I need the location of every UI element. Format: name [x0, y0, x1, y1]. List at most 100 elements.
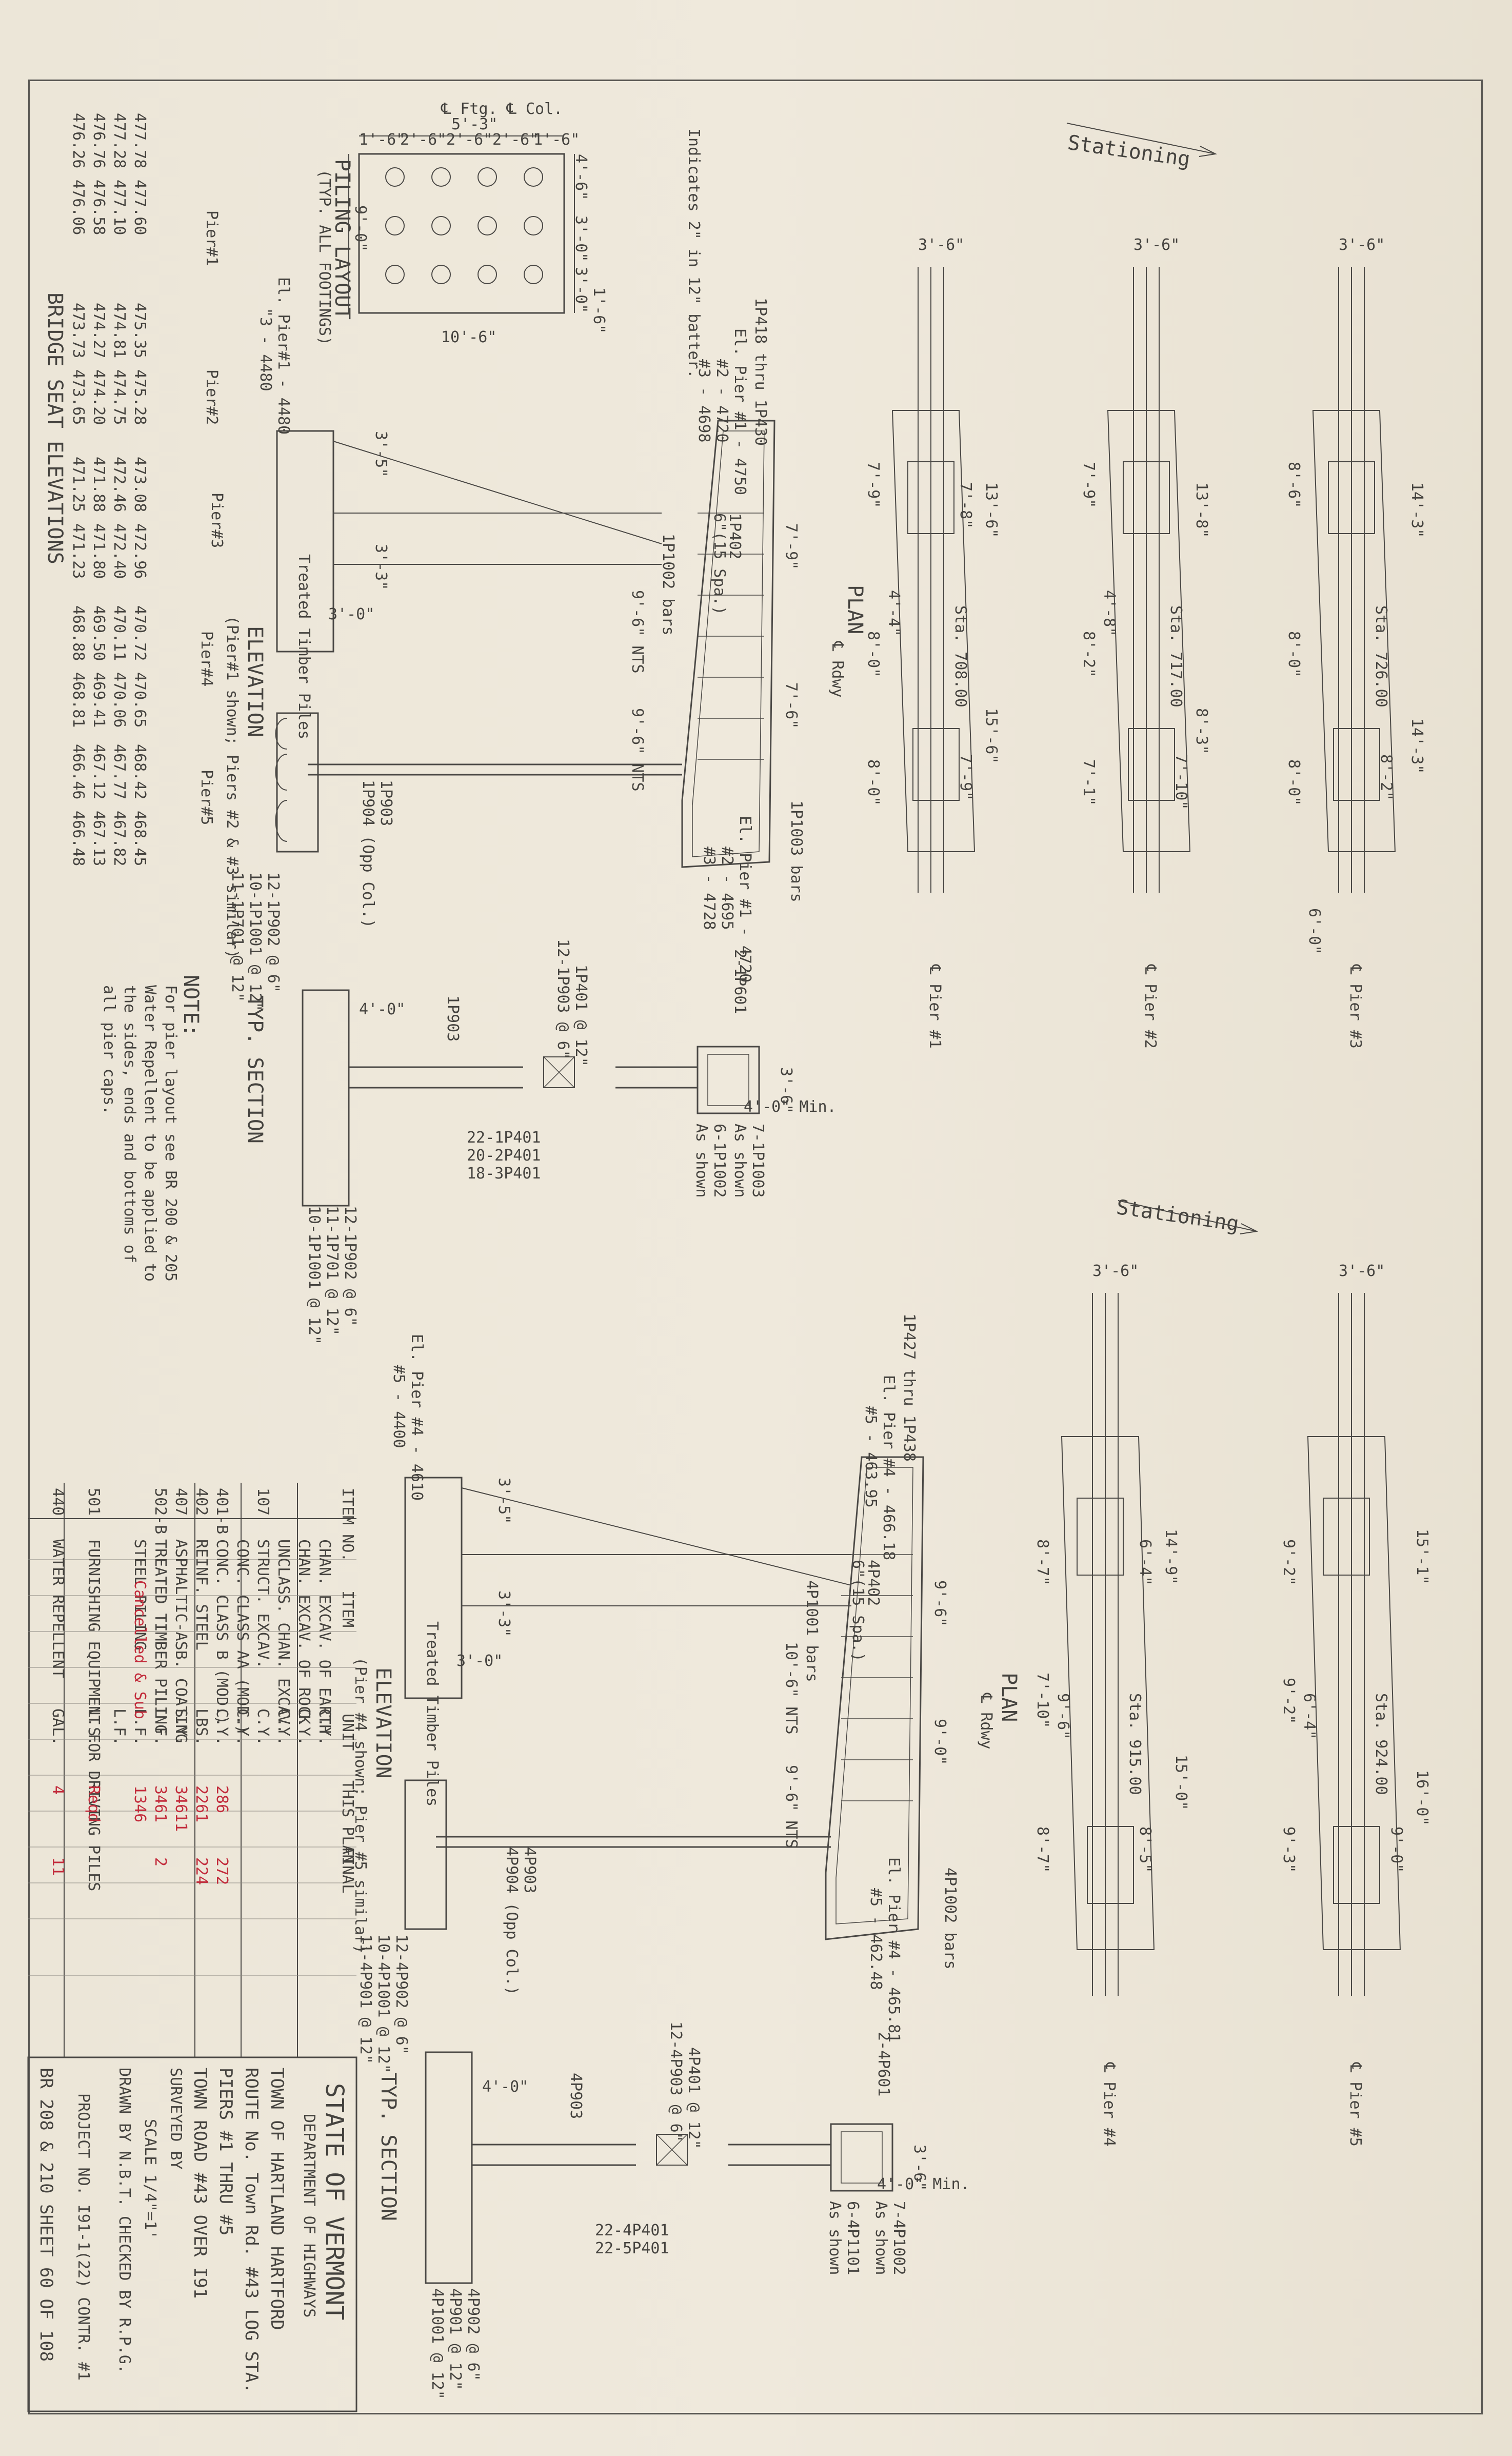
typ-up-label-3: 10-1P1001 @ 12" — [305, 1206, 323, 1345]
bs-pier5-label: Pier#5 — [197, 770, 215, 826]
piling-dim-e: 1'-6" — [533, 131, 580, 149]
plan-pier2-dim-4: 8'-3" — [1192, 708, 1210, 755]
title-drawn: DRAWN BY N.B.T. CHECKED BY R.P.G. — [115, 2068, 133, 2374]
plan-pier5-dim-2: 15'-1" — [1413, 1529, 1431, 1585]
qty-r5-item: CONC. CLASS AA (MOD.) — [233, 1539, 251, 1734]
qty-r4-unit: C.Y. — [254, 1708, 272, 1746]
title-town: TOWN OF HARTLAND HARTFORD — [267, 2068, 287, 2330]
plan-pier3-dim-5: 8'-2" — [1377, 754, 1395, 801]
elevation-upper-treated: Treated Timber Piles — [295, 554, 313, 740]
batter-note: Indicates 2" in 12" batter. — [685, 128, 703, 379]
elev-up-dim-7: 3'-0" — [328, 605, 375, 623]
elev-lo-below-5: 4P904 (Opp Col.) — [503, 1847, 521, 1995]
note-line-1: For pier layout see BR 200 & 205 — [162, 985, 180, 1282]
elev-lo-bar-4: 4P1001 bars — [803, 1580, 821, 1682]
typ-lo-bar-6: 22-5P401 — [595, 2239, 669, 2257]
qty-r10-qty: 1346 — [131, 1785, 149, 1823]
qty-r13-unit: GAL. — [49, 1708, 67, 1746]
qty-header-item: ITEM — [339, 1590, 356, 1628]
bs-p5-f: 467.82 — [110, 811, 128, 867]
qty-r9-final: 2 — [151, 1857, 169, 1867]
plan-pier1-dim-4: 15'-6" — [982, 708, 1000, 764]
plan-pier2-dim-7: 7'-1" — [1080, 759, 1098, 806]
bs-p2-d: 473.73 — [69, 303, 87, 359]
plan-upper-title: PLAN — [843, 585, 867, 635]
elev-lo-el-bot-1: El. Pier #4 - 465.81 — [885, 1857, 903, 2043]
title-piers: PIERS #1 THRU #5 — [215, 2068, 236, 2236]
plan-pier1-dim-1: 3'-6" — [918, 236, 965, 254]
bs-p2-a: 475.35 — [131, 303, 149, 359]
piling-side-a: 4'-6" — [572, 154, 590, 201]
typ-up-label-4: 6-1P1002 — [710, 1124, 728, 1198]
qty-r7-no: 402 — [192, 1488, 210, 1516]
typ-lo-bar-3: 12-4P903 @ 6" — [667, 2021, 685, 2142]
plan-pier5-dim-4: 9'-2" — [1280, 1539, 1298, 1586]
elev-up-el-top-1: El. Pier #1 - 4750 — [731, 328, 749, 496]
typ-lo-label-7: As shown — [872, 2201, 890, 2275]
plan-pier1-title: ℄ Pier #1 — [926, 965, 944, 1049]
bs-p1-c: 476.76 — [90, 113, 108, 169]
bs-p2-g: 474.20 — [90, 369, 108, 425]
qty-header-no: ITEM NO. — [339, 1488, 356, 1562]
elev-up-below-3: 11-1P701 @ 12" — [228, 872, 246, 1002]
bs-p5-e: 468.45 — [131, 811, 149, 867]
qty-r13-qty: 4 — [49, 1785, 67, 1795]
qty-r7-final: 224 — [192, 1857, 210, 1885]
elev-lo-dim-4: 9'-0" — [931, 1719, 949, 1765]
bs-pier4-label: Pier#4 — [197, 631, 215, 687]
bs-p2-h: 473.65 — [69, 369, 87, 425]
piling-dim-d: 2'-6" — [492, 131, 539, 149]
title-road: TOWN ROAD #43 OVER I91 — [190, 2068, 210, 2299]
bs-p3-a: 473.08 — [131, 457, 149, 513]
elev-lo-el-top-2: #5 - 4400 — [390, 1365, 408, 1448]
elev-up-el-bot-2: #2 - 4695 — [718, 847, 736, 930]
qty-header-unit: UNIT — [339, 1714, 356, 1751]
title-route: ROUTE No. Town Rd. #43 LOG STA. — [241, 2068, 262, 2393]
plan-pier1-sta: Sta. 708.00 — [951, 605, 969, 708]
bs-p3-b: 472.46 — [110, 457, 128, 513]
bs-p4-b: 470.11 — [110, 605, 128, 661]
typ-section-lower-title: TYP. SECTION — [376, 2073, 400, 2221]
piling-ftg-width: 5'-3" — [451, 115, 498, 133]
qty-r2-unit: C.Y. — [295, 1708, 313, 1746]
piling-el-pier1: El. Pier#1 - 4480 — [274, 277, 292, 435]
plan-pier4-sta: Sta. 915.00 — [1126, 1693, 1144, 1795]
plan-pier3-dim-7: 14'-3" — [1408, 718, 1426, 774]
plan-pier1-dim-6: 7'-8" — [957, 482, 974, 529]
bs-p3-d: 471.25 — [69, 457, 87, 513]
piling-height: 9'-0" — [351, 205, 369, 252]
elev-up-dim-2: 9'-6" NTS — [628, 590, 646, 674]
bs-pier2-label: Pier#2 — [203, 369, 221, 425]
plan-pier4-dim-6: 6'-4" — [1136, 1539, 1154, 1586]
typ-up-label-5: As shown — [692, 1124, 710, 1198]
elev-lo-below-1: 12-4P902 @ 6" — [392, 1934, 410, 2055]
elev-up-dim-3: 9'-6" NTS — [628, 708, 646, 792]
title-scale: SCALE 1/4"=1' — [141, 2119, 159, 2239]
typ-lo-label-3: 4P1001 @ 12" — [428, 2288, 446, 2400]
qty-r6-no: 401-B — [213, 1488, 231, 1535]
plan-pier3-sta: Sta. 726.00 — [1372, 605, 1390, 708]
typ-up-label-6: 7-1P1003 — [749, 1124, 767, 1198]
bs-p4-g: 469.41 — [90, 672, 108, 728]
qty-r9-qty: 3461 — [151, 1785, 169, 1823]
elev-lo-el-top-1: El. Pier #4 - 4610 — [408, 1334, 426, 1501]
elev-lo-dim-1: 9'-6" — [931, 1580, 949, 1627]
typ-up-bar-1: 1P903 — [444, 995, 462, 1042]
qty-r3-unit: C.Y. — [274, 1708, 292, 1746]
plan-pier4-title: ℄ Pier #4 — [1100, 2062, 1118, 2147]
bs-p3-c: 471.88 — [90, 457, 108, 513]
typ-lo-label-4: 6-4P1101 — [844, 2201, 862, 2275]
typ-up-bar-7: 18-3P401 — [467, 1165, 541, 1183]
elevation-upper-title: ELEVATION — [243, 626, 267, 737]
typ-up-bar-2: 1P401 @ 12" — [572, 965, 590, 1067]
bs-p1-b: 477.28 — [110, 113, 128, 169]
note-line-4: all pier caps. — [100, 985, 118, 1115]
plan-pier2-dim-8: 4'-8" — [1100, 590, 1118, 637]
elev-up-dim-1: 7'-9" — [782, 523, 800, 570]
piling-el-pier3: "3 - 4480 — [256, 308, 274, 391]
elev-lo-bar-1: 1P427 thru 1P438 — [900, 1313, 918, 1462]
qty-r1-item: CHAN. EXCAV. OF EARTH — [315, 1539, 333, 1734]
qty-r9-item: TREATED TIMBER PILING — [151, 1539, 169, 1734]
